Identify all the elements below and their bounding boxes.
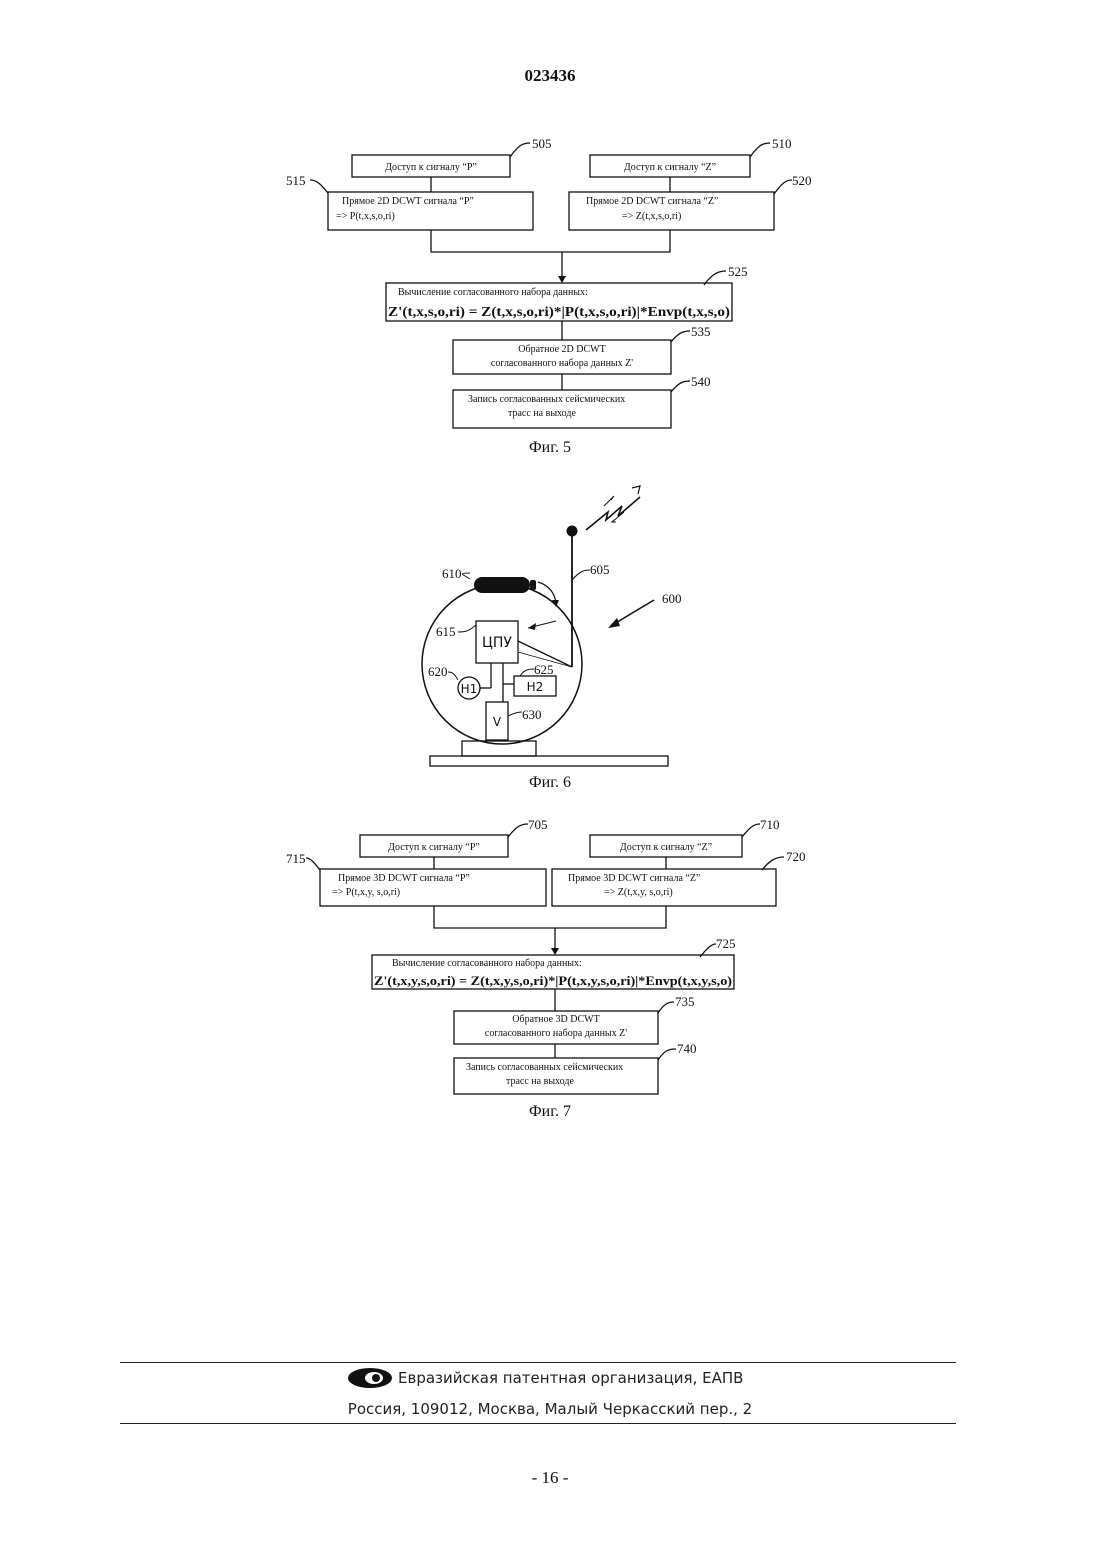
ref-610: 610 — [442, 566, 462, 581]
box-735-line2: согласованного набора данных Z' — [485, 1028, 627, 1039]
footer-org: Евразийская патентная организация, ЕАПВ — [398, 1369, 798, 1387]
box-515-line2: => P(t,x,s,o,ri) — [336, 211, 395, 222]
antenna-tip — [567, 526, 578, 537]
box-705-text: Доступ к сигналу “P” — [388, 842, 480, 853]
box-520-line2: => Z(t,x,s,o,ri) — [622, 211, 681, 222]
ref-725: 725 — [716, 936, 736, 951]
ref-705: 705 — [528, 817, 548, 832]
footer-top-rule — [120, 1362, 956, 1363]
box-715-line2: => P(t,x,y, s,o,ri) — [332, 887, 400, 898]
leader-515 — [310, 180, 328, 193]
box-505-text: Доступ к сигналу “P” — [385, 162, 477, 173]
box-515-line1: Прямое 2D DCWT сигнала “P” — [342, 196, 474, 207]
box-715-line1: Прямое 3D DCWT сигнала “P” — [338, 873, 470, 884]
box-535-line1: Обратное 2D DCWT — [518, 344, 605, 355]
box-740-line1: Запись согласованных сейсмических — [466, 1062, 623, 1073]
box-525-line1: Вычисление согласованного набора данных: — [398, 287, 588, 298]
figure-6: 610 ЦПУ 615 600 605 H1 620 H2 — [422, 486, 682, 791]
box-725-formula: Z'(t,x,y,s,o,ri) = Z(t,x,y,s,o,ri)*|P(t,… — [374, 973, 732, 988]
v-label: V — [493, 715, 502, 729]
box-740-line2: трасс на выходе — [506, 1076, 574, 1087]
leader-540 — [671, 381, 690, 392]
leader-735 — [658, 1002, 674, 1013]
box-735-line1: Обратное 3D DCWT — [512, 1014, 599, 1025]
ref-505: 505 — [532, 136, 552, 151]
ref-735: 735 — [675, 994, 695, 1009]
figure-7: Доступ к сигналу “P” 705 Доступ к сигнал… — [286, 817, 806, 1120]
box-525-formula: Z'(t,x,s,o,ri) = Z(t,x,s,o,ri)*|P(t,x,s,… — [388, 304, 730, 319]
leader-520 — [774, 180, 792, 194]
leader-510 — [750, 143, 770, 157]
ref-510: 510 — [772, 136, 792, 151]
leader-740 — [658, 1049, 676, 1060]
ref-630: 630 — [522, 707, 542, 722]
box-720-line2: => Z(t,x,y, s,o,ri) — [604, 887, 673, 898]
ref-535: 535 — [691, 324, 711, 339]
box-540-line2: трасс на выходе — [508, 408, 576, 419]
leader-705 — [508, 824, 528, 837]
figure-5: Доступ к сигналу “P” 505 Доступ к сигнал… — [286, 136, 812, 456]
battery-icon — [474, 577, 530, 593]
eapo-logo — [348, 1368, 392, 1388]
leader-505 — [510, 143, 530, 157]
fig5-caption: Фиг. 5 — [529, 439, 571, 456]
lightning-icon — [586, 497, 640, 530]
ref-740: 740 — [677, 1041, 697, 1056]
ref-520: 520 — [792, 173, 812, 188]
box-535-line2: согласованного набора данных Z' — [491, 358, 633, 369]
ref-620: 620 — [428, 664, 448, 679]
fig6-caption: Фиг. 6 — [529, 774, 571, 791]
ref-625: 625 — [534, 662, 554, 677]
cpu-label: ЦПУ — [482, 635, 512, 651]
ref-540: 540 — [691, 374, 711, 389]
page-number: - 16 - — [0, 1468, 1100, 1488]
device-base — [430, 756, 668, 766]
ref-710: 710 — [760, 817, 780, 832]
box-520-line1: Прямое 2D DCWT сигнала “Z” — [586, 196, 718, 207]
ref-600: 600 — [662, 591, 682, 606]
h2-label: H2 — [527, 680, 544, 694]
leader-710 — [742, 824, 760, 837]
footer-bottom-rule — [120, 1423, 956, 1424]
footer-address: Россия, 109012, Москва, Малый Черкасский… — [300, 1400, 800, 1418]
ref-525: 525 — [728, 264, 748, 279]
leader-715 — [306, 858, 320, 870]
ref-715: 715 — [286, 851, 306, 866]
box-710-text: Доступ к сигналу “Z” — [620, 842, 712, 853]
ref-615: 615 — [436, 624, 456, 639]
box-510-text: Доступ к сигналу “Z” — [624, 162, 716, 173]
ref-605: 605 — [590, 562, 610, 577]
box-725-line1: Вычисление согласованного набора данных: — [392, 958, 582, 969]
leader-535 — [671, 331, 690, 342]
box-720-line1: Прямое 3D DCWT сигнала “Z” — [568, 873, 700, 884]
ref-515: 515 — [286, 173, 306, 188]
h1-label: H1 — [461, 682, 478, 696]
leader-720 — [762, 857, 784, 870]
ref-720: 720 — [786, 849, 806, 864]
fig7-caption: Фиг. 7 — [529, 1103, 571, 1120]
box-540-line1: Запись согласованных сейсмических — [468, 394, 625, 405]
